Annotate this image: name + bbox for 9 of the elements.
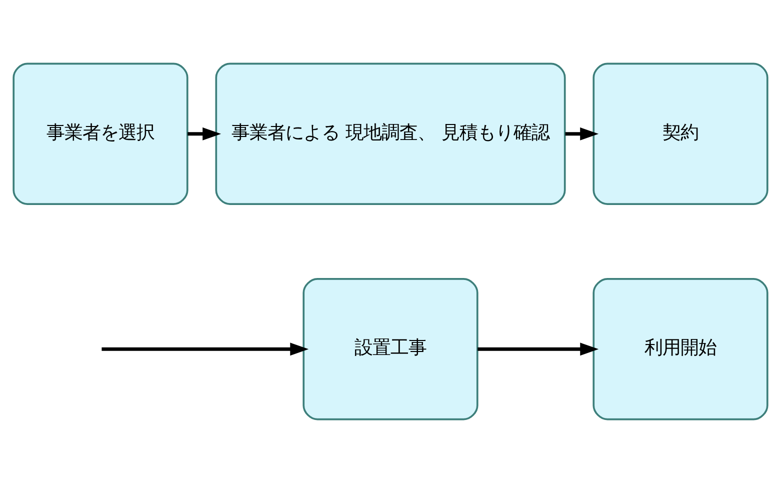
node-box: 事業者による 現地調査、 見積もり確認 <box>214 62 566 205</box>
node-box: 設置工事 <box>302 277 478 420</box>
node-box: 契約 <box>592 62 768 205</box>
arrow <box>101 342 308 356</box>
node-box: 利用開始 <box>592 277 768 420</box>
arrow <box>477 342 598 356</box>
node-box: 事業者を選択 <box>12 62 188 205</box>
arrow <box>187 126 221 140</box>
arrow <box>564 126 598 140</box>
